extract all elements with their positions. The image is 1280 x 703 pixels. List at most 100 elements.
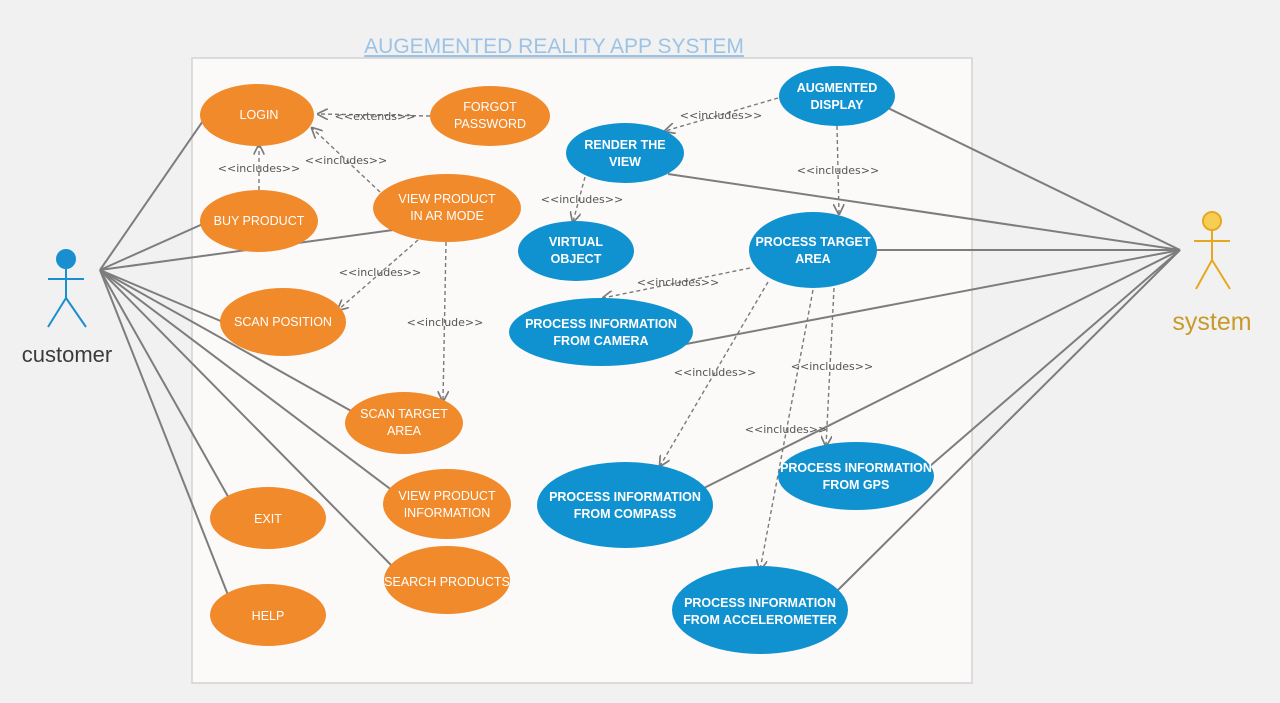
use-case-label-line: LOGIN <box>240 108 279 122</box>
assoc-customer-scan-target-area <box>99 269 354 413</box>
use-case-view-product-ar-mode[interactable]: VIEW PRODUCT IN AR MODE <box>373 174 521 242</box>
use-case-shape <box>779 66 895 126</box>
assoc-customer-search-products <box>99 269 393 567</box>
label-includes-target-gps: <<includes>> <box>791 360 873 373</box>
use-case-label-line: SCAN POSITION <box>234 315 332 329</box>
assoc-customer-scan-position <box>99 269 224 323</box>
use-case-shape <box>384 546 510 614</box>
label-includes-ar-login: <<includes>> <box>305 154 387 167</box>
assoc-system-process-gps <box>929 249 1181 467</box>
use-case-label-line: RENDER THE <box>584 138 665 152</box>
use-case-label-line: PROCESS INFORMATION <box>780 461 932 475</box>
use-case-label-line: VIEW PRODUCT <box>398 489 496 503</box>
use-case-search-products[interactable]: SEARCH PRODUCTS <box>384 546 510 614</box>
use-case-help[interactable]: HELP <box>210 584 326 646</box>
use-case-shape <box>220 288 346 356</box>
use-case-label-line: BUY PRODUCT <box>214 214 305 228</box>
use-case-label: PROCESS INFORMATION FROM CAMERA <box>525 317 677 348</box>
use-case-login[interactable]: LOGIN <box>200 84 314 146</box>
use-case-label: PROCESS TARGET AREA <box>755 235 870 266</box>
use-case-shape <box>537 462 713 548</box>
assoc-system-augmented-display <box>887 107 1181 251</box>
use-case-shape <box>566 123 684 183</box>
assoc-customer-view-product-info <box>99 269 394 492</box>
actor-customer[interactable]: customer <box>22 249 112 367</box>
diagram-title: AUGEMENTED REALITY APP SYSTEM <box>364 35 744 58</box>
dep-view-product-ar-scan-position <box>338 239 419 310</box>
use-case-shape <box>200 190 318 252</box>
use-case-label-line: VIRTUAL <box>549 235 604 249</box>
label-includes-display-render: <<includes>> <box>680 109 762 122</box>
assoc-system-process-accelerometer <box>837 249 1181 591</box>
use-case-label-line: IN AR MODE <box>410 209 484 223</box>
use-case-process-information-gps[interactable]: PROCESS INFORMATION FROM GPS <box>778 442 934 510</box>
assoc-system-render-view <box>667 173 1181 251</box>
customer-label: customer <box>22 342 112 367</box>
use-case-label-line: PROCESS INFORMATION <box>684 596 836 610</box>
relation-labels: <<extends>> <<includes>> <<includes>> <<… <box>218 109 879 436</box>
use-case-exit[interactable]: EXIT <box>210 487 326 549</box>
use-case-process-information-accelerometer[interactable]: PROCESS INFORMATION FROM ACCELEROMETER <box>672 566 848 654</box>
use-case-label: SCAN POSITION <box>234 315 332 329</box>
use-case-shape <box>509 298 693 366</box>
dep-process-target-area-accelerometer <box>760 289 814 570</box>
use-case-shape <box>200 84 314 146</box>
label-includes-ar-scan-position: <<includes>> <box>339 266 421 279</box>
dep-augmented-display-render-view <box>665 97 779 131</box>
use-case-label: VIEW PRODUCT INFORMATION <box>398 489 496 520</box>
use-case-label-line: DISPLAY <box>810 98 864 112</box>
system-stick-figure-icon <box>1194 211 1231 290</box>
use-case-label-line: PROCESS TARGET <box>755 235 870 249</box>
dep-view-product-ar-login <box>312 128 381 193</box>
use-case-label-line: FORGOT <box>463 100 517 114</box>
use-case-buy-product[interactable]: BUY PRODUCT <box>200 190 318 252</box>
label-includes-display-target: <<includes>> <box>797 164 879 177</box>
use-case-shape <box>749 212 877 288</box>
use-case-label-line: FROM CAMERA <box>553 334 648 348</box>
dep-forgot-password-login <box>318 114 431 116</box>
label-includes-target-camera: <<includes>> <box>637 276 719 289</box>
dep-process-target-area-gps <box>826 287 835 446</box>
use-case-view-product-information[interactable]: VIEW PRODUCT INFORMATION <box>383 469 511 539</box>
use-case-shape <box>430 86 550 146</box>
use-case-label-line: VIEW PRODUCT <box>398 192 496 206</box>
use-case-shape <box>345 392 463 454</box>
use-case-label-line: AREA <box>795 252 830 266</box>
use-case-label-line: FROM GPS <box>823 478 890 492</box>
assoc-customer-help <box>99 269 229 596</box>
label-includes-buy-login: <<includes>> <box>218 162 300 175</box>
dep-render-view-virtual-object <box>573 176 586 222</box>
use-case-shape <box>373 174 521 242</box>
use-case-label-line: INFORMATION <box>404 506 491 520</box>
label-includes-target-compass: <<includes>> <box>674 366 756 379</box>
use-case-scan-position[interactable]: SCAN POSITION <box>220 288 346 356</box>
use-case-label-line: SCAN TARGET <box>360 407 448 421</box>
actor-system[interactable]: system <box>1172 211 1252 336</box>
assoc-system-process-camera <box>685 249 1181 345</box>
label-includes-render-virtual: <<includes>> <box>541 193 623 206</box>
use-case-label-line: PROCESS INFORMATION <box>525 317 677 331</box>
label-includes-target-accelerometer: <<includes>> <box>745 423 827 436</box>
assoc-customer-exit <box>99 269 231 501</box>
use-case-process-target-area[interactable]: PROCESS TARGET AREA <box>749 212 877 288</box>
dep-view-product-ar-scan-target-area <box>443 241 446 401</box>
use-case-shape <box>383 469 511 539</box>
use-case-shape <box>210 584 326 646</box>
use-case-shape <box>210 487 326 549</box>
use-case-process-information-camera[interactable]: PROCESS INFORMATION FROM CAMERA <box>509 298 693 366</box>
label-extends: <<extends>> <box>335 110 416 123</box>
use-case-label-line: HELP <box>252 609 285 623</box>
use-case-shape <box>778 442 934 510</box>
use-case-shape <box>672 566 848 654</box>
use-case-label: SEARCH PRODUCTS <box>384 575 510 589</box>
use-case-label-line: FROM ACCELEROMETER <box>683 613 837 627</box>
dep-augmented-display-process-target-area <box>837 125 839 214</box>
